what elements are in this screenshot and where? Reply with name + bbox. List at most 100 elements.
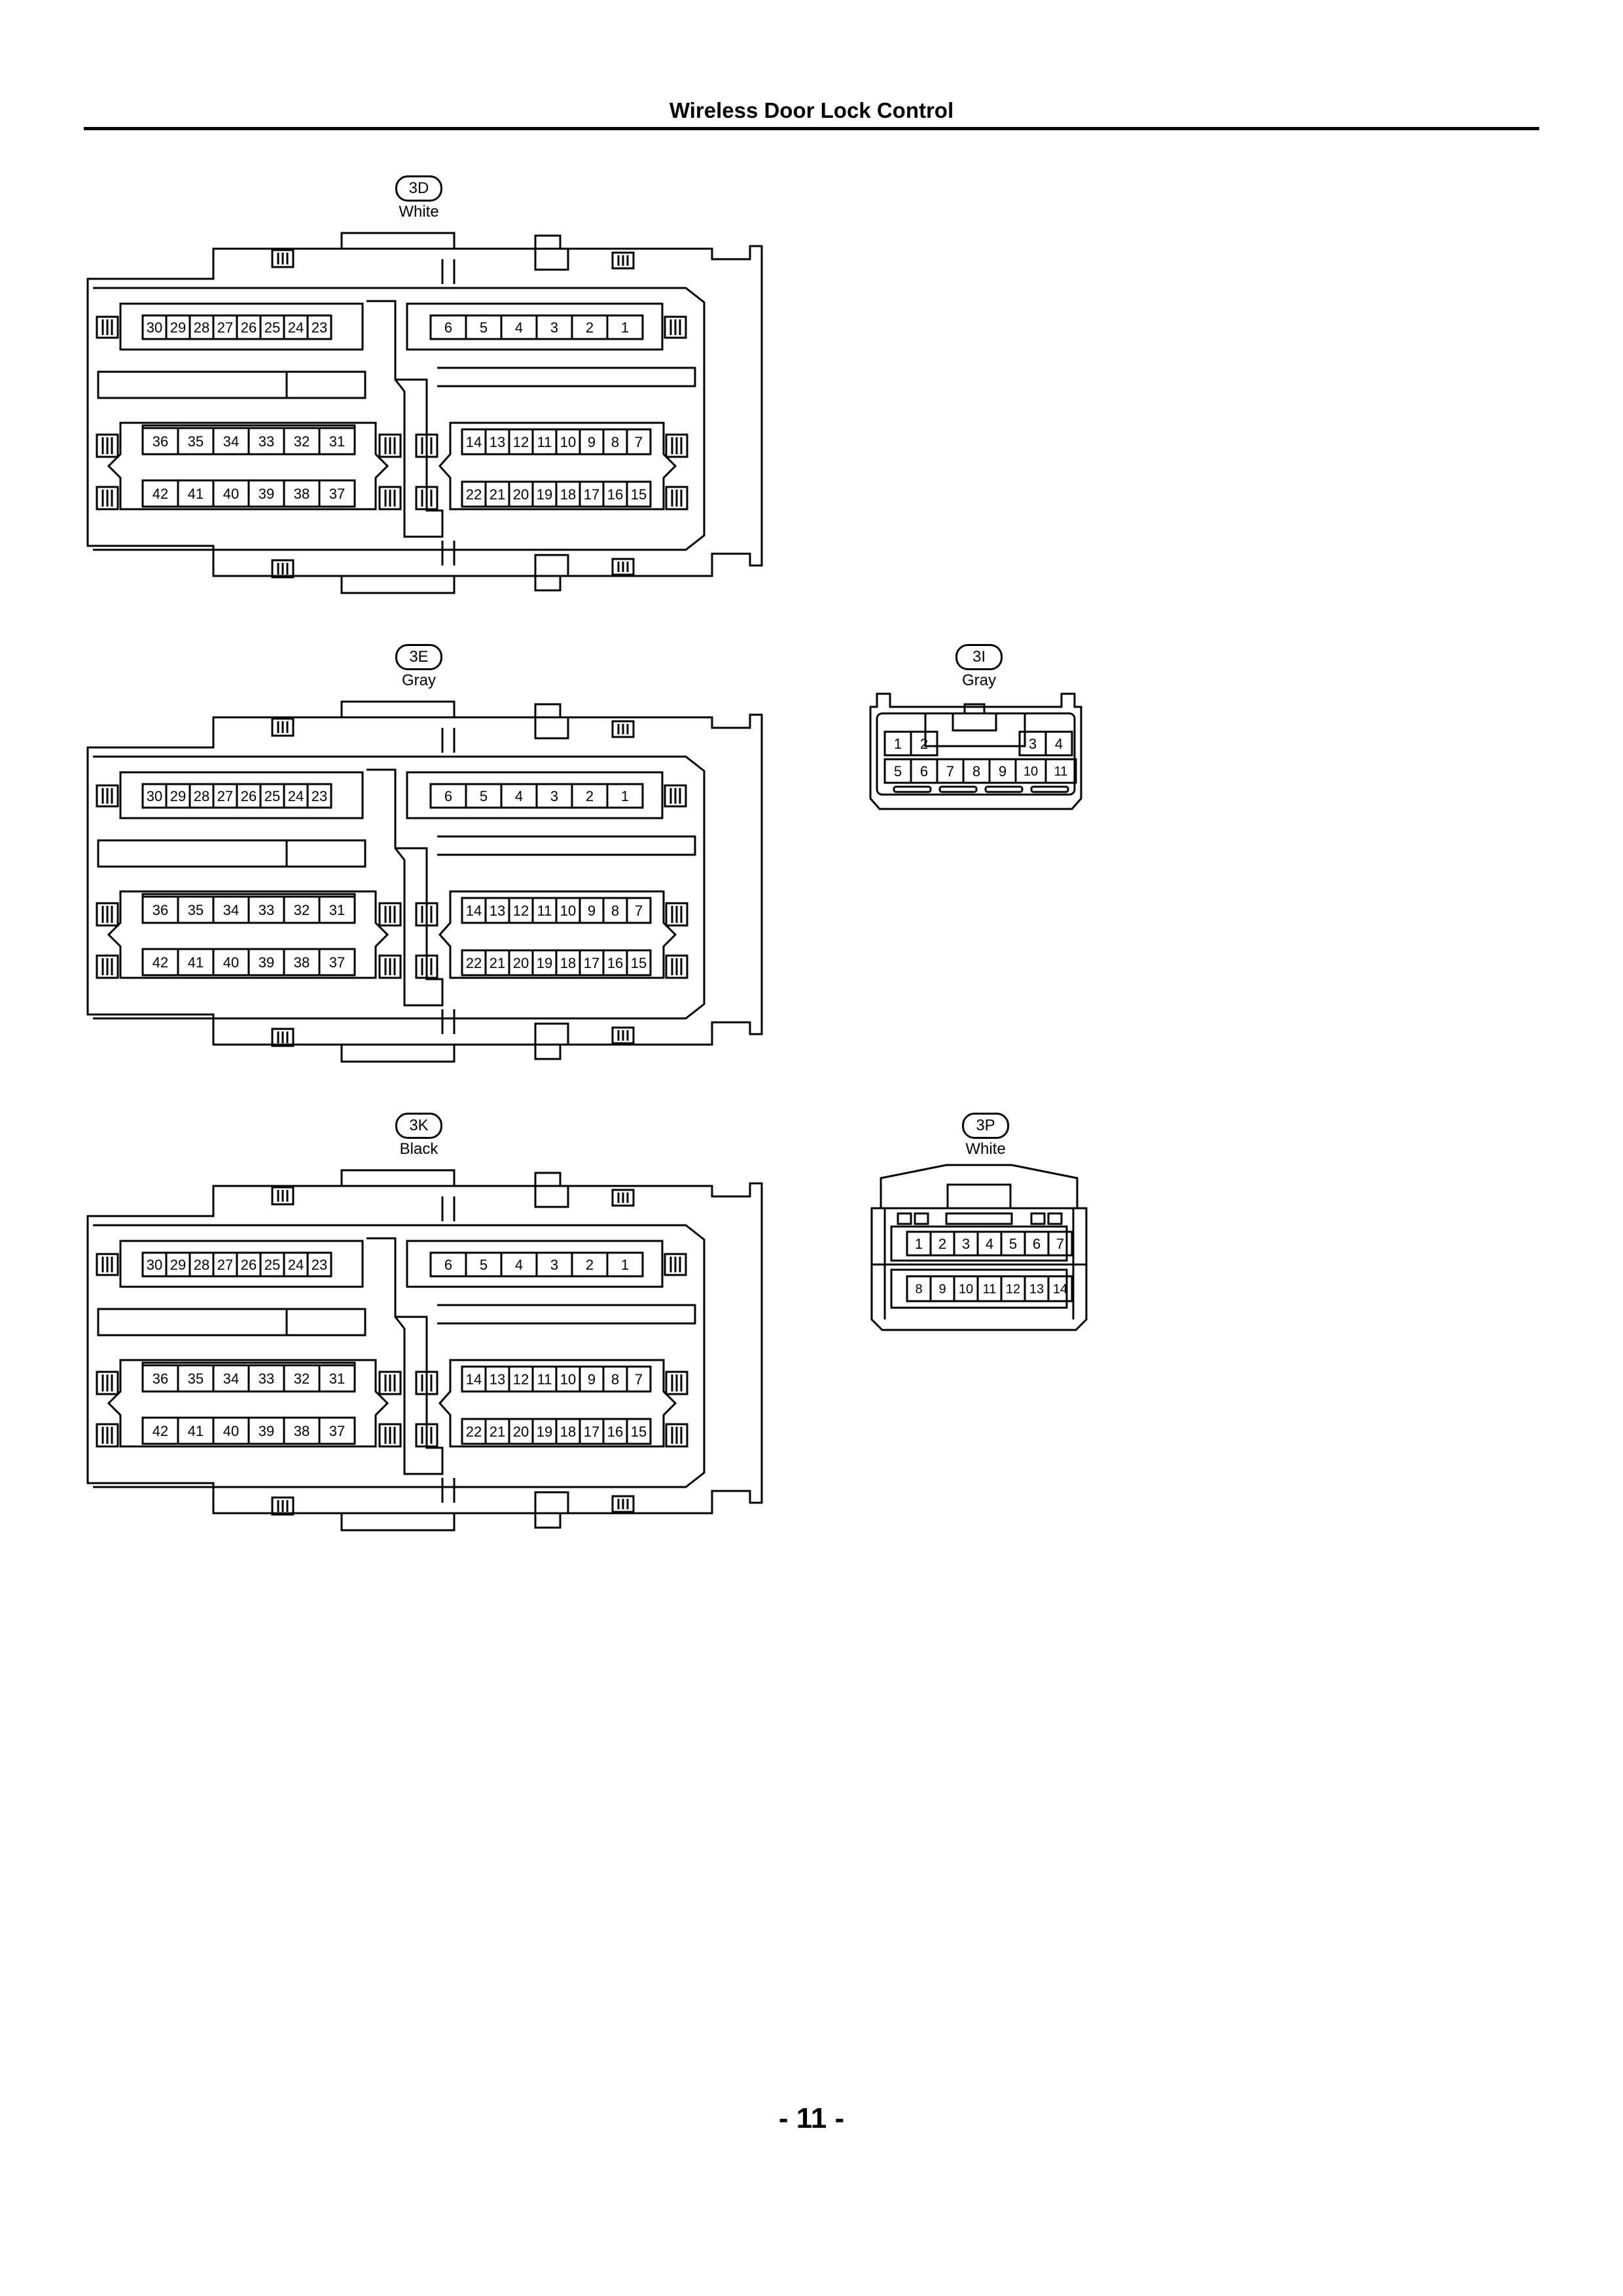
c3I-body bbox=[869, 692, 1082, 810]
c3K-ml-pin-36: 36 bbox=[152, 1371, 168, 1387]
c3K-lr-pin-16: 16 bbox=[607, 1424, 623, 1440]
c3E-lr-pin-15: 15 bbox=[631, 955, 647, 971]
c3D-lr-pin-15-cell bbox=[626, 480, 652, 508]
c3E-ll-pin-42: 42 bbox=[152, 954, 168, 971]
c3E-ur-pin-3: 3 bbox=[550, 788, 558, 804]
c3E-right-channel bbox=[437, 835, 696, 856]
c3E-ur-pin-2: 2 bbox=[586, 788, 594, 804]
c3E-ur-latch bbox=[664, 784, 687, 808]
c3E-lr-pin-17: 17 bbox=[584, 955, 599, 971]
c3E-ml-pin-31-cell bbox=[318, 895, 356, 924]
c3E-ll-pin-38: 38 bbox=[294, 954, 310, 971]
c3K-mr-pin-7-cell bbox=[626, 1365, 652, 1393]
c3K-ul-latch bbox=[96, 1253, 119, 1276]
c3I-r2a-pin-7: 7 bbox=[946, 763, 954, 780]
c3D-ur-pin-5: 5 bbox=[480, 319, 488, 336]
c3D-lr-latch-l bbox=[415, 486, 438, 511]
c3P-top-shroud bbox=[880, 1164, 1079, 1210]
c3P-center-window bbox=[945, 1212, 1013, 1225]
c3I-r2a-pin-6: 6 bbox=[920, 763, 928, 780]
c3K-ul-pin-30: 30 bbox=[147, 1257, 162, 1273]
c3E-ul-pin-23-cell bbox=[306, 783, 332, 809]
c3K-bottom-key bbox=[534, 1491, 569, 1529]
c3K-mr-pin-11: 11 bbox=[537, 1371, 552, 1388]
c3K-lr-pin-20: 20 bbox=[513, 1424, 529, 1440]
c3I-r1l-pin-2-cell bbox=[910, 730, 938, 757]
c3E-ul-pin-26: 26 bbox=[241, 788, 257, 804]
c3I-center-latch bbox=[952, 713, 997, 732]
c3E-ul-latch bbox=[96, 784, 119, 808]
c3E-ur-pin-4: 4 bbox=[515, 788, 523, 804]
c3K-divider bbox=[97, 1308, 366, 1336]
connector-3P-id: 3P bbox=[962, 1113, 1009, 1139]
c3D-ll-pin-38: 38 bbox=[294, 486, 310, 502]
c3D-ur-pin-1-cell bbox=[606, 314, 644, 340]
c3E-ul-pin-29: 29 bbox=[170, 788, 186, 804]
c3K-ur-pin-2: 2 bbox=[586, 1257, 594, 1273]
c3P-r1-pin-3: 3 bbox=[962, 1236, 970, 1252]
c3D-ul-pin-29: 29 bbox=[170, 319, 186, 336]
c3D-ul-pin-25: 25 bbox=[264, 319, 280, 336]
c3D-ul-pin-30: 30 bbox=[147, 319, 162, 336]
c3E-top-key bbox=[534, 703, 569, 740]
c3K-ur-pin-1-cell bbox=[606, 1251, 644, 1278]
c3K-right-channel bbox=[437, 1304, 696, 1325]
c3E-ur-pin-6: 6 bbox=[444, 788, 452, 804]
c3K-ur-pin-5: 5 bbox=[480, 1257, 488, 1273]
c3P-latch bbox=[946, 1183, 1012, 1210]
c3E-bottom-key bbox=[534, 1022, 569, 1060]
c3P-r1-pin-7-cell bbox=[1047, 1230, 1073, 1257]
c3E-lr-latch bbox=[665, 954, 688, 979]
c3D-ll-pin-37-cell bbox=[318, 479, 356, 508]
c3D-ul-pin-27: 27 bbox=[217, 319, 233, 336]
c3K-lr-pin-17: 17 bbox=[584, 1424, 599, 1440]
c3K-ul-pin-23: 23 bbox=[312, 1257, 327, 1273]
c3E-ul-pin-23: 23 bbox=[312, 788, 327, 804]
c3E-ml-pin-33: 33 bbox=[259, 902, 274, 918]
c3K-ur-pin-1: 1 bbox=[621, 1257, 629, 1273]
c3E-top-tab bbox=[340, 700, 455, 717]
c3D-ur-pin-3: 3 bbox=[550, 319, 558, 336]
c3D-ur-pin-1: 1 bbox=[621, 319, 629, 336]
c3I-r1r-pin-4: 4 bbox=[1055, 736, 1063, 752]
c3D-ll-pin-42: 42 bbox=[152, 486, 168, 502]
c3D-bottom-right-latch bbox=[611, 558, 635, 576]
c3E-ll-latch-r bbox=[378, 954, 402, 979]
c3P-window-1 bbox=[897, 1212, 912, 1225]
c3D-lower-left-housing bbox=[107, 422, 389, 511]
c3D-divider bbox=[97, 370, 366, 399]
c3E-mr-pin-14: 14 bbox=[466, 903, 482, 919]
c3D-bottom-tab bbox=[340, 576, 455, 594]
c3P-r1-pin-1: 1 bbox=[915, 1236, 923, 1252]
c3E-mr-pin-13: 13 bbox=[490, 903, 505, 919]
c3K-ll-pin-37-cell bbox=[318, 1416, 356, 1445]
c3P-r2-pin-14-cell bbox=[1047, 1275, 1073, 1302]
c3E-ur-pin-5: 5 bbox=[480, 788, 488, 804]
c3P-r2-pin-9: 9 bbox=[938, 1282, 946, 1297]
c3I-slot-3 bbox=[984, 785, 1024, 793]
c3E-lr-pin-16: 16 bbox=[607, 955, 623, 971]
c3D-mr-pin-7: 7 bbox=[635, 434, 643, 450]
c3D-ll-pin-41: 41 bbox=[188, 486, 204, 502]
c3D-ur-pin-6: 6 bbox=[444, 319, 452, 336]
c3D-ur-pin-2: 2 bbox=[586, 319, 594, 336]
c3E-lr-pin-22: 22 bbox=[466, 955, 482, 971]
c3D-lr-pin-15: 15 bbox=[631, 486, 647, 503]
c3I-r2b-pin-10: 10 bbox=[1024, 764, 1038, 779]
c3P-window-3 bbox=[1030, 1212, 1046, 1225]
c3E-mr-pin-8: 8 bbox=[611, 903, 619, 919]
connector-3P-label: 3P White bbox=[933, 1113, 1038, 1158]
c3K-lr-latch-l bbox=[415, 1423, 438, 1448]
c3I-key-notch bbox=[924, 713, 1026, 747]
c3K-ml-pin-32: 32 bbox=[294, 1371, 310, 1387]
connector-3I-color: Gray bbox=[961, 672, 996, 689]
c3E-lr-pin-18: 18 bbox=[560, 955, 576, 971]
c3E-ml-latch-r bbox=[378, 902, 402, 927]
c3D-ll-pin-40: 40 bbox=[223, 486, 239, 502]
c3K-ul-pin-26: 26 bbox=[241, 1257, 257, 1273]
c3E-bottom-right-latch bbox=[611, 1026, 635, 1045]
